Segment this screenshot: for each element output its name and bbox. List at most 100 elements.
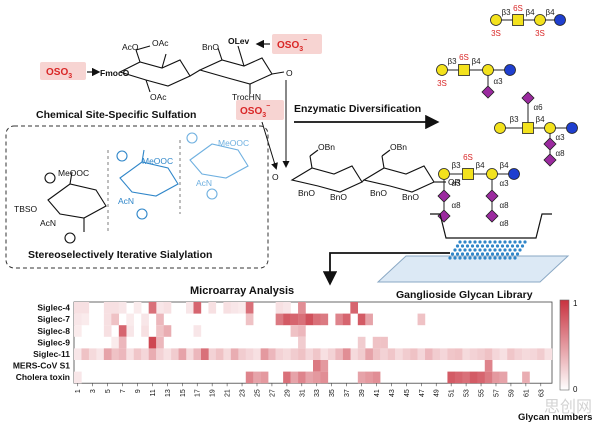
sulfate-label: 6S <box>463 153 473 162</box>
heatmap-cell <box>141 348 149 360</box>
heatmap-cell <box>253 372 261 384</box>
heatmap-cell <box>320 348 328 360</box>
linkage-label: β3 <box>451 161 461 170</box>
gal-residue <box>545 123 556 134</box>
heatmap-cell <box>530 348 538 360</box>
array-spot <box>491 252 494 255</box>
heatmap-cell <box>320 360 328 372</box>
heatmap-cell <box>335 314 343 326</box>
heatmap-cell <box>350 348 358 360</box>
heatmap-cell <box>395 348 403 360</box>
x-tick-label: 19 <box>210 389 217 397</box>
array-spot <box>476 244 479 247</box>
gal-residue <box>495 123 506 134</box>
array-spot <box>458 256 461 259</box>
linkage-label: β4 <box>475 161 485 170</box>
heatmap-cell <box>223 302 231 314</box>
heatmap-cell <box>462 372 470 384</box>
array-spot <box>471 244 474 247</box>
x-tick-label: 13 <box>165 389 172 397</box>
heatmap-cell <box>335 348 343 360</box>
bno-label-top: BnO <box>202 42 219 52</box>
library-label: Ganglioside Glycan Library <box>396 289 533 301</box>
heatmap-cell <box>418 314 426 326</box>
gal-residue <box>437 65 448 76</box>
heatmap-cell <box>246 302 254 314</box>
x-tick-label: 27 <box>269 389 276 397</box>
ring-o-label-2: O <box>272 172 279 182</box>
array-spot <box>451 252 454 255</box>
array-spot <box>501 244 504 247</box>
array-spot <box>486 244 489 247</box>
array-spot <box>483 248 486 251</box>
heatmap-cell <box>545 348 553 360</box>
linkage-label: β4 <box>545 8 555 17</box>
array-spot <box>513 248 516 251</box>
heatmap-cell <box>119 325 127 337</box>
x-tick-label: 49 <box>434 389 441 397</box>
heatmap-cell <box>126 348 134 360</box>
heatmap-cell <box>298 348 306 360</box>
x-tick-label: 31 <box>299 389 306 397</box>
array-spot <box>493 248 496 251</box>
array-spot <box>473 240 476 243</box>
sulfate-tag-left: OSO3 <box>40 62 86 80</box>
heatmap-cell <box>261 372 269 384</box>
heatmap-cell <box>365 314 373 326</box>
x-tick-label: 23 <box>240 389 247 397</box>
linkage-label: α8 <box>499 219 509 228</box>
neu5ac-residue <box>438 210 450 222</box>
x-tick-label: 21 <box>225 389 232 397</box>
heatmap-cell <box>74 325 82 337</box>
heatmap-cell <box>96 348 104 360</box>
heatmap-cell <box>194 302 202 314</box>
heatmap-cell <box>306 348 314 360</box>
heatmap-cell <box>119 337 127 349</box>
heatmap-cell <box>298 325 306 337</box>
oac-label-top: OAc <box>152 38 169 48</box>
array-spot <box>511 244 514 247</box>
heatmap-cell <box>126 314 134 326</box>
linkage-label: α3 <box>499 179 509 188</box>
heatmap-cell <box>470 348 478 360</box>
row-label: Siglec-7 <box>37 314 70 324</box>
sialic-acid-trimer <box>45 133 248 243</box>
tbso-label: TBSO <box>14 204 38 214</box>
x-tick-label: 41 <box>374 389 381 397</box>
heatmap-cell <box>515 348 523 360</box>
heatmap-cell <box>164 302 172 314</box>
array-spot <box>481 252 484 255</box>
linkage-label: α8 <box>451 201 461 210</box>
heatmap-cell <box>111 348 119 360</box>
heatmap-cell <box>291 372 299 384</box>
heatmap-cell <box>373 372 381 384</box>
array-spot <box>458 248 461 251</box>
glc-residue <box>509 169 520 180</box>
sulfate-label: 3S <box>535 29 545 38</box>
heatmap-cell <box>350 302 358 314</box>
neu5ac-residue <box>544 154 556 166</box>
heatmap-cell <box>216 348 224 360</box>
heatmap-cell <box>440 348 448 360</box>
array-spot <box>463 240 466 243</box>
array-spot <box>498 240 501 243</box>
ring-o-label: O <box>286 68 293 78</box>
array-spot <box>508 256 511 259</box>
heatmap-cell <box>358 372 366 384</box>
heatmap-cell <box>201 348 209 360</box>
array-spot <box>448 256 451 259</box>
row-label: Siglec-8 <box>37 326 70 336</box>
array-spot <box>488 256 491 259</box>
heatmap-cell <box>492 372 500 384</box>
galnac-residue <box>463 169 474 180</box>
array-spot <box>503 248 506 251</box>
lactoside-structure <box>292 150 446 192</box>
x-tick-label: 17 <box>195 389 202 397</box>
row-label: Siglec-11 <box>33 349 70 359</box>
heatmap-cell <box>104 302 112 314</box>
heatmap-cell <box>447 348 455 360</box>
array-spot <box>503 256 506 259</box>
heatmap-cell <box>410 348 418 360</box>
array-spot <box>468 256 471 259</box>
